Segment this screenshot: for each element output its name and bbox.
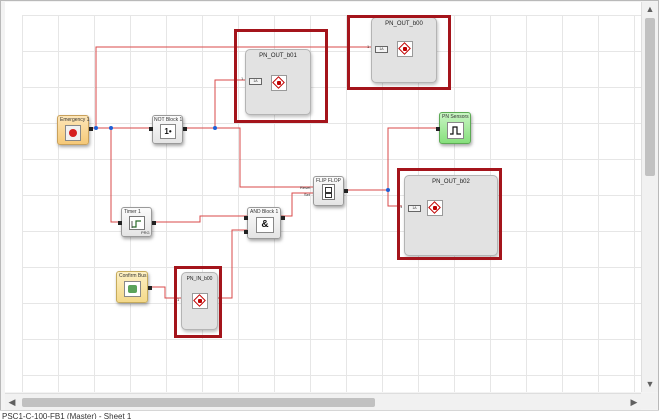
- scroll-down-icon[interactable]: ▼: [645, 379, 655, 389]
- output-pin[interactable]: [148, 286, 152, 290]
- pn-out-b01-block[interactable]: PN_OUT_b01 1 1A: [241, 49, 311, 115]
- input-pin-a[interactable]: [244, 216, 248, 220]
- highlight-b02: [397, 168, 502, 260]
- scroll-thumb[interactable]: [22, 398, 375, 407]
- timer-icon: [129, 216, 145, 230]
- wire-timer-to-and: [150, 215, 247, 223]
- input-pin[interactable]: [149, 127, 153, 131]
- and-symbol-icon: &: [256, 217, 274, 233]
- timer-block[interactable]: Timer 1 PRG: [118, 207, 156, 237]
- set-label: Set: [304, 192, 311, 197]
- block-label: PN Sensors: [442, 114, 469, 120]
- button-icon: [124, 281, 141, 297]
- scroll-right-icon[interactable]: ▶: [630, 397, 638, 407]
- wire-emergency-to-b00: [92, 46, 372, 129]
- tab-sheet-1[interactable]: PSC1-C-100-FB1 (Master) - Sheet 1: [2, 411, 182, 419]
- output-icon: [271, 75, 287, 91]
- input-pin[interactable]: [436, 127, 440, 131]
- scroll-up-icon[interactable]: ▲: [645, 4, 655, 14]
- block-label: NOT Block 1: [154, 117, 183, 123]
- block-title: PN_OUT_b01: [259, 53, 297, 59]
- block-label: AND Block 1: [250, 209, 279, 215]
- highlight-pn-in: [174, 266, 222, 338]
- input-pin[interactable]: [118, 221, 122, 225]
- block-title: PN_IN_b00: [186, 276, 213, 282]
- input-pin-b[interactable]: [244, 230, 248, 234]
- wire-pnin-to-and: [216, 229, 247, 299]
- output-pin[interactable]: [281, 216, 285, 220]
- junction-emergency: [94, 126, 98, 130]
- block-title: PN_OUT_b00: [385, 21, 423, 27]
- output-icon: [427, 200, 443, 216]
- not-symbol-icon: 1•: [160, 124, 176, 139]
- junction-timer-branch: [109, 126, 113, 130]
- flipflop-block[interactable]: FLIP FLOP Reset Set: [300, 176, 348, 206]
- highlight-b00: [347, 15, 451, 90]
- junction-ff-out: [386, 188, 390, 192]
- wire-flipflop-to-b02: [342, 189, 402, 207]
- drawing-canvas[interactable]: [5, 2, 642, 392]
- wire-not-to-b01: [181, 79, 246, 129]
- port-id: 1: [241, 76, 244, 81]
- pn-in-b00-block[interactable]: PN_IN_b00 1: [177, 272, 218, 330]
- port-id: 1: [367, 44, 370, 49]
- pn-sensors-block[interactable]: PN Sensors: [436, 112, 471, 144]
- reset-label: Reset: [300, 185, 311, 190]
- block-label: FLIP FLOP: [316, 178, 341, 184]
- wire-not-to-reset: [215, 127, 313, 188]
- wire-confirm-to-pnin: [146, 286, 181, 299]
- junction-not-out: [213, 126, 217, 130]
- block-label: Emergency 1: [60, 117, 90, 123]
- wire-emergency-to-timer: [110, 128, 121, 223]
- not-block[interactable]: NOT Block 1 1•: [149, 115, 187, 144]
- pn-out-b02-block[interactable]: PN_OUT_b02 1 1A: [400, 175, 498, 256]
- timer-sub-label: PRG: [141, 230, 150, 235]
- wire-and-to-set: [279, 192, 313, 217]
- scroll-corner: [641, 393, 657, 409]
- port-box[interactable]: 1A: [249, 78, 262, 85]
- confirm-block[interactable]: Confirm Bus: [116, 271, 152, 303]
- wire-to-sensors: [387, 127, 438, 190]
- output-icon: [397, 41, 413, 57]
- output-pin[interactable]: [89, 127, 93, 131]
- horizontal-scrollbar[interactable]: ◀ ▶: [5, 393, 641, 410]
- highlight-b01: [234, 29, 328, 123]
- sheet-tab-bar: PSC1-C-100-FB1 (Master) - Sheet 1: [0, 410, 659, 419]
- and-block[interactable]: AND Block 1 &: [244, 207, 285, 239]
- output-pin[interactable]: [344, 189, 348, 193]
- pulse-icon: [447, 122, 464, 139]
- estop-icon: [65, 125, 81, 141]
- output-pin[interactable]: [152, 221, 156, 225]
- block-label: Confirm Bus: [119, 273, 147, 279]
- scroll-left-icon[interactable]: ◀: [8, 397, 16, 407]
- emergency-block[interactable]: Emergency 1: [57, 115, 93, 145]
- scroll-thumb[interactable]: [645, 18, 655, 176]
- port-box[interactable]: 1A: [408, 205, 421, 212]
- port-id: 1: [400, 204, 403, 209]
- block-title: PN_OUT_b02: [432, 179, 470, 185]
- flipflop-icon: [322, 184, 335, 200]
- input-icon: [192, 293, 208, 309]
- output-pin[interactable]: [183, 127, 187, 131]
- port-box[interactable]: 1A: [375, 46, 388, 53]
- vertical-scrollbar[interactable]: ▲ ▼: [641, 2, 658, 392]
- block-label: Timer 1: [124, 209, 141, 215]
- port-id: 1: [177, 297, 180, 302]
